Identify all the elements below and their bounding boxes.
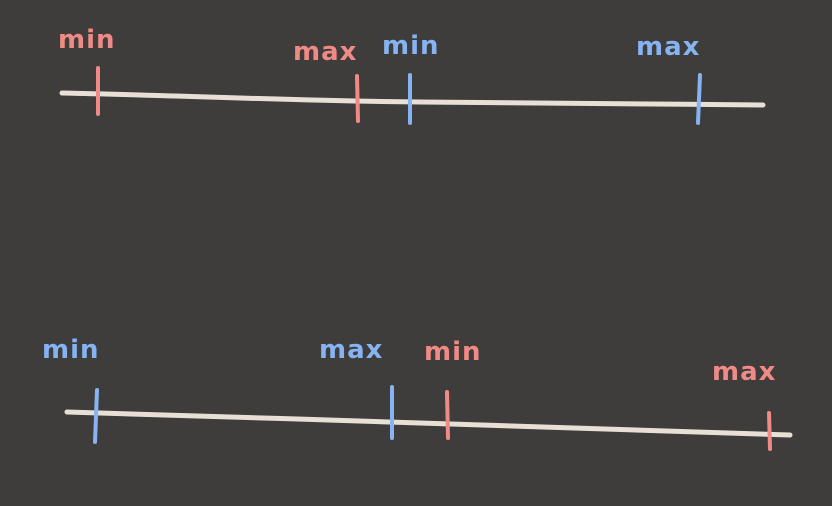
label-blue-max: max [636, 32, 700, 62]
label-blue-min: min [42, 335, 100, 365]
label-red-max: max [712, 357, 776, 387]
label-red-min: min [58, 25, 116, 55]
tick-red-min [445, 390, 450, 440]
number-line-bottom: min max min max [42, 335, 793, 451]
tick-blue-max [696, 73, 702, 125]
axis-line [59, 90, 766, 108]
tick-red-max [355, 74, 360, 123]
label-blue-max: max [319, 335, 383, 365]
label-red-min: min [424, 337, 482, 367]
label-blue-min: min [382, 31, 440, 61]
number-line-top: min max min max [58, 25, 766, 125]
axis-line [64, 409, 793, 438]
tick-red-max [767, 411, 772, 451]
label-red-max: max [293, 37, 357, 67]
tick-blue-min [93, 388, 99, 444]
